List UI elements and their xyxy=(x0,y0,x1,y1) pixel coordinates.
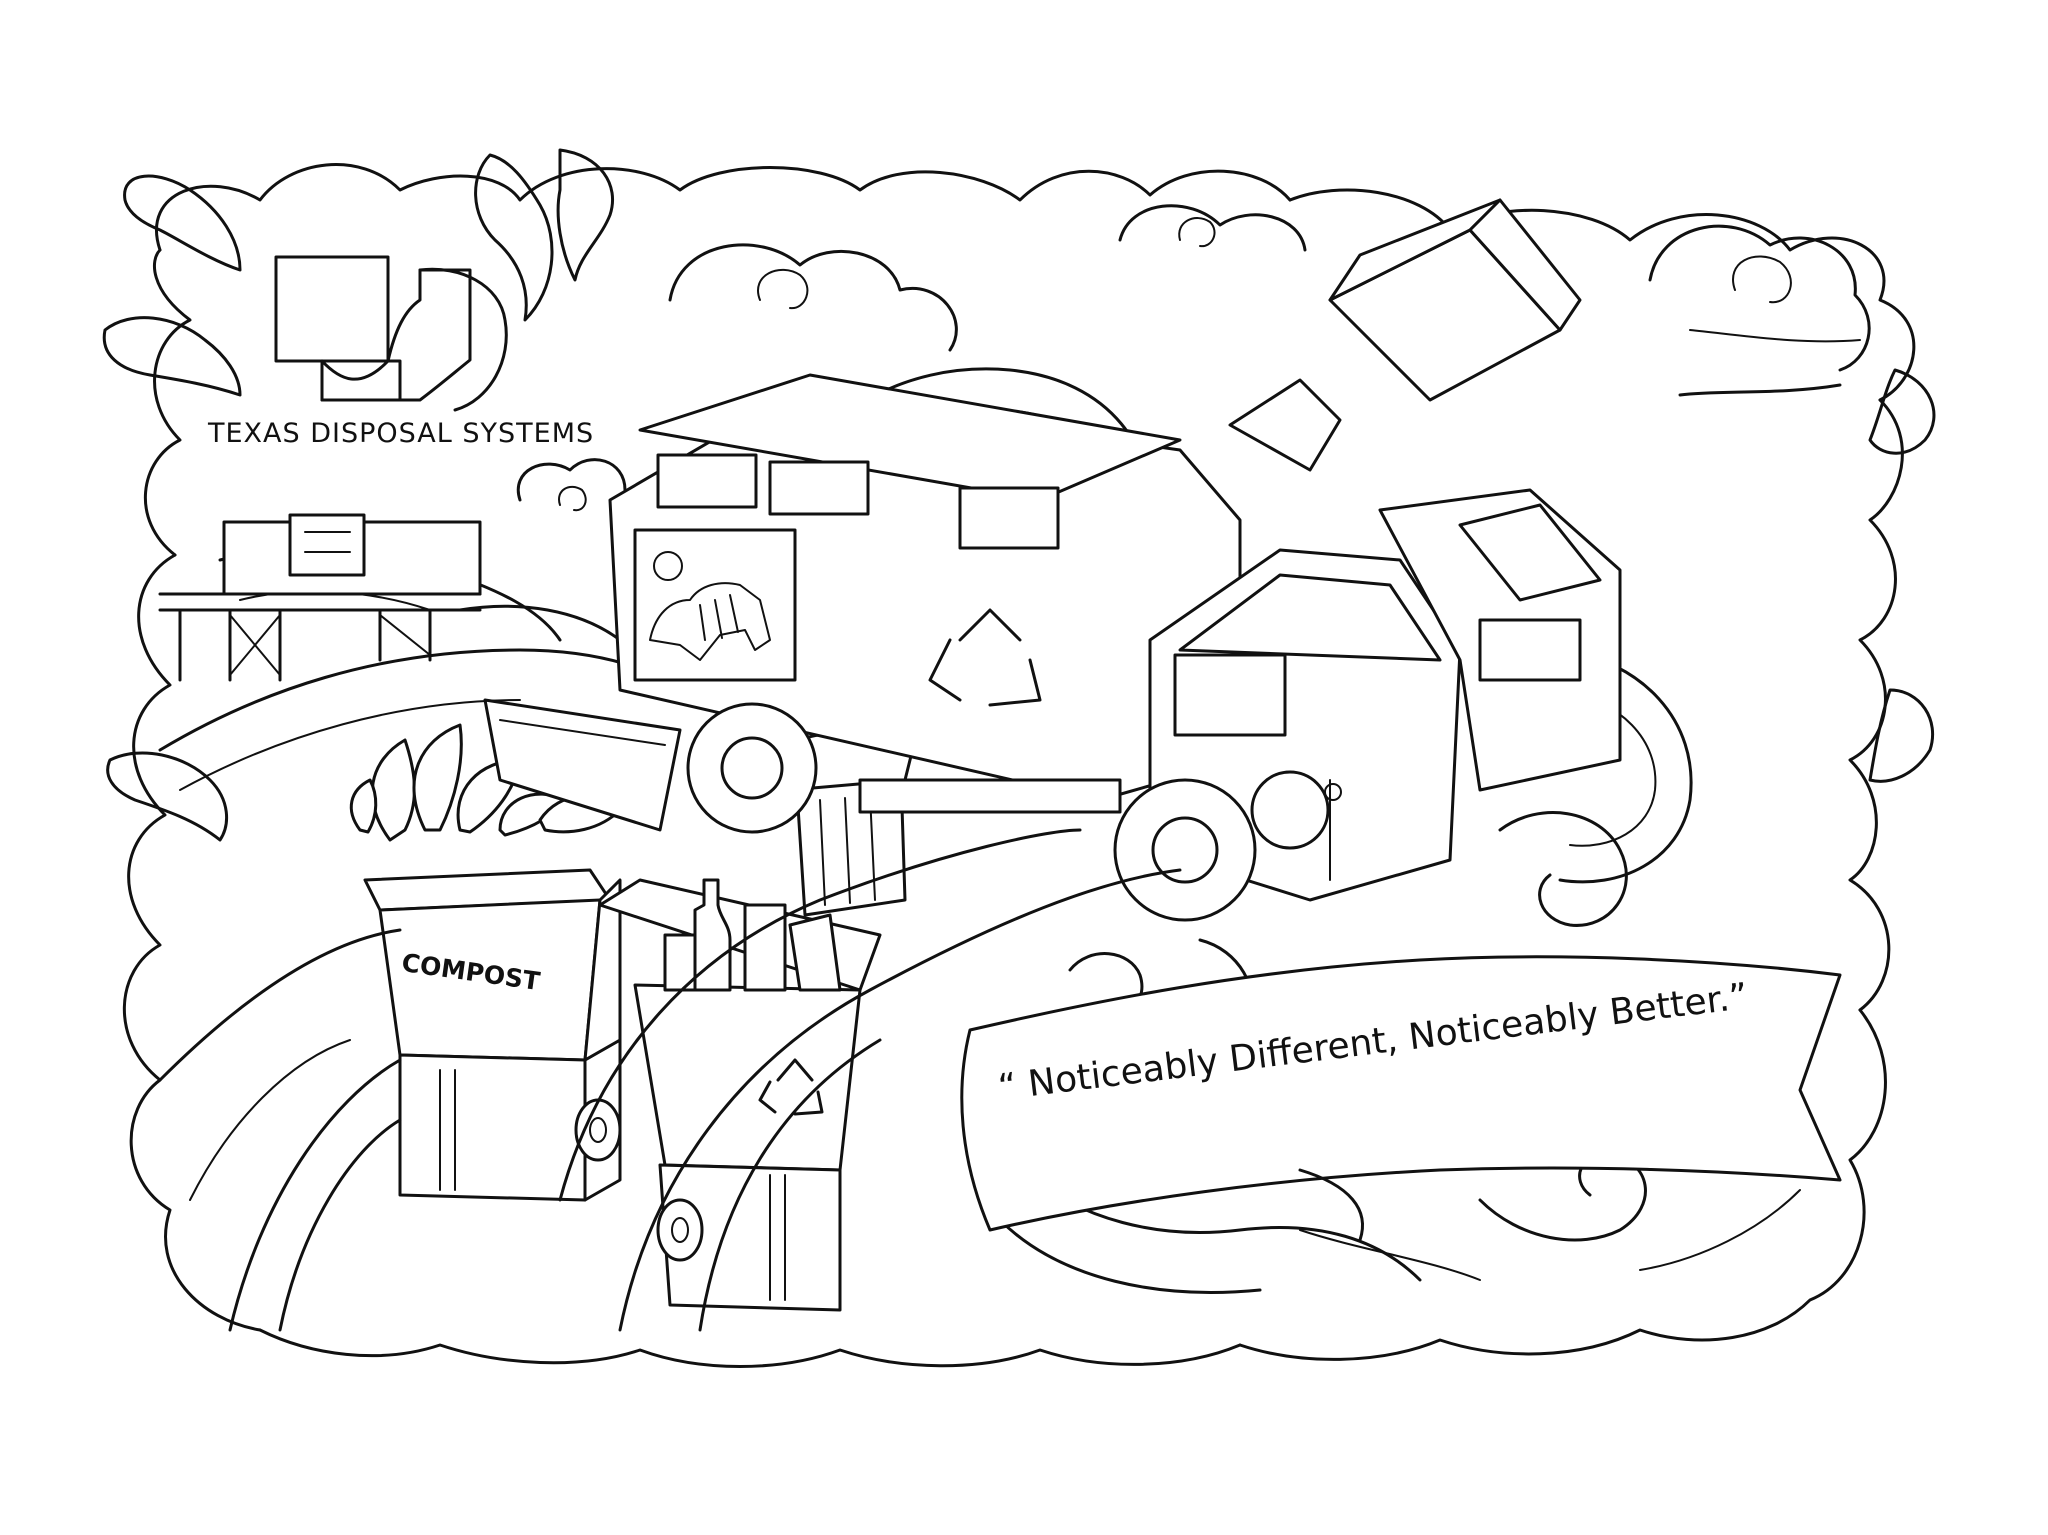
tds-texas-logo xyxy=(276,257,506,410)
recycle-icon xyxy=(760,610,1040,1114)
swirl-border xyxy=(104,150,1934,1367)
building-on-stilts xyxy=(160,515,480,680)
garbage-truck xyxy=(610,200,1620,920)
company-name: TEXAS DISPOSAL SYSTEMS xyxy=(208,418,595,449)
zebra-icon xyxy=(650,552,770,660)
compost-bin xyxy=(365,700,680,1200)
slogan-banner xyxy=(962,957,1840,1240)
